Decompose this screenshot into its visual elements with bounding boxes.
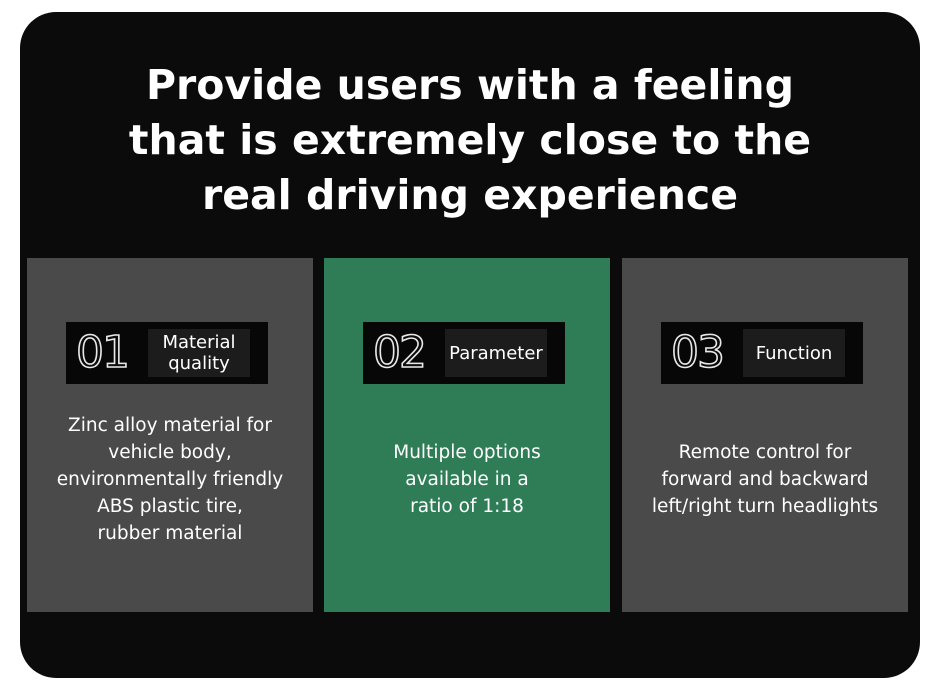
panel-label-line: quality bbox=[168, 353, 230, 374]
panel-number: 01 bbox=[75, 326, 131, 379]
description-line: vehicle body, bbox=[108, 442, 232, 463]
description-line: ABS plastic tire, bbox=[97, 496, 243, 517]
panel-label-line: Material bbox=[162, 332, 236, 353]
headline-line-1: Provide users with a feeling bbox=[146, 61, 794, 109]
panel-material-quality: 01 Material quality Zinc alloy material … bbox=[27, 258, 313, 612]
feature-card: Provide users with a feeling that is ext… bbox=[20, 12, 920, 678]
panel-label-box: Function bbox=[743, 329, 845, 377]
panel-number: 02 bbox=[372, 326, 428, 379]
panel-label-box: Material quality bbox=[148, 329, 250, 377]
description-line: Remote control for bbox=[678, 442, 852, 463]
panel-badge: 02 Parameter bbox=[363, 322, 565, 384]
headline: Provide users with a feeling that is ext… bbox=[20, 58, 920, 223]
panel-parameter: 02 Parameter Multiple options available … bbox=[324, 258, 610, 612]
panel-description: Zinc alloy material for vehicle body, en… bbox=[37, 412, 303, 547]
description-line: Zinc alloy material for bbox=[68, 415, 272, 436]
headline-line-2: that is extremely close to the bbox=[128, 116, 812, 164]
description-line: Multiple options bbox=[393, 442, 541, 463]
headline-line-3: real driving experience bbox=[201, 171, 739, 219]
panel-label: Parameter bbox=[449, 343, 543, 364]
panel-description: Multiple options available in a ratio of… bbox=[334, 439, 600, 520]
panel-badge: 01 Material quality bbox=[66, 322, 268, 384]
panel-label-box: Parameter bbox=[445, 329, 547, 377]
panel-label-line: Parameter bbox=[449, 342, 543, 364]
panel-label: Function bbox=[756, 343, 833, 364]
description-line: forward and backward bbox=[661, 469, 869, 490]
description-line: left/right turn headlights bbox=[651, 496, 879, 517]
panel-description: Remote control for forward and backward … bbox=[632, 439, 898, 520]
panel-badge: 03 Function bbox=[661, 322, 863, 384]
description-line: available in a bbox=[405, 469, 529, 490]
description-line: rubber material bbox=[97, 523, 243, 544]
panel-function: 03 Function Remote control for forward a… bbox=[622, 258, 908, 612]
panel-number: 03 bbox=[670, 326, 726, 379]
panel-label: Material quality bbox=[162, 332, 235, 374]
panel-label-line: Function bbox=[755, 342, 833, 364]
description-line: ratio of 1:18 bbox=[410, 496, 524, 517]
description-line: environmentally friendly bbox=[56, 469, 284, 490]
